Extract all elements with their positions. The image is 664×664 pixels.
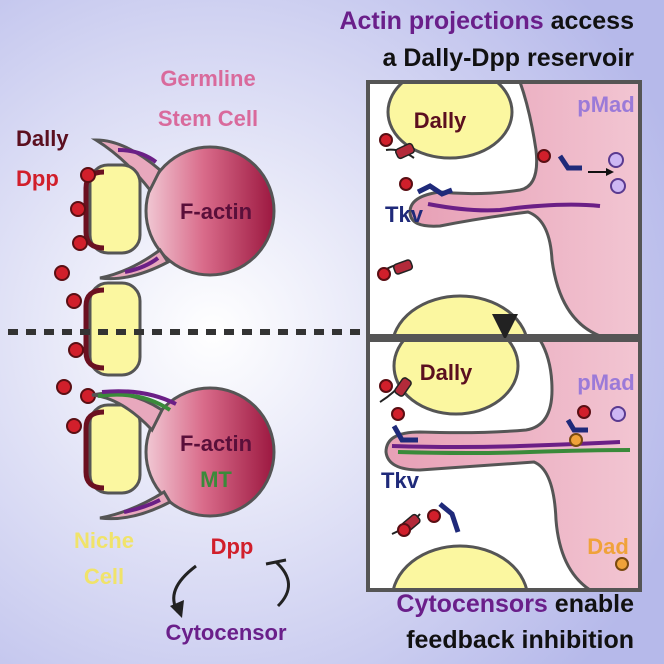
niche-cell-middle (83, 281, 142, 377)
header-highlight: Actin projections (339, 7, 543, 35)
tkv-label-top: Tkv (385, 202, 424, 227)
pmad-label-top: pMad (577, 92, 634, 117)
activation-arrowhead (170, 600, 184, 618)
niche-cell-lower (83, 403, 142, 495)
mt-label: MT (200, 467, 232, 492)
tkv-receptor-top-2 (557, 154, 582, 171)
dad-dot-1 (569, 433, 583, 447)
feedback-cytocensor-text: Cytocensor (165, 620, 286, 645)
header-line1-rest: access (544, 7, 634, 35)
pmad-dot-bottom (610, 406, 626, 422)
gsc-body-bottom (144, 386, 276, 518)
actin-cortex-bottom (123, 498, 161, 514)
dpp-label: Dpp (16, 166, 59, 191)
actin-cortex-top-1 (117, 148, 158, 164)
actin-bundle-bottom (101, 389, 177, 406)
dpp-dots-top (377, 133, 551, 281)
header-line2: a Dally-Dpp reservoir (383, 44, 635, 72)
inhibition-bar (265, 558, 287, 566)
tkv-receptor-bottom-3 (565, 418, 588, 433)
tkv-receptor-top-1 (416, 183, 453, 197)
tkv-receptor-bottom-2 (438, 502, 461, 533)
feedback-dpp: Dpp (211, 534, 254, 559)
footer-line1-rest: enable (548, 590, 634, 618)
germline-label-1: Germline (160, 66, 255, 91)
niche-cell-bottom-lower (391, 544, 529, 590)
tkv-receptor-bottom-1 (391, 424, 418, 443)
panel-top: Dally pMad Tkv (366, 80, 642, 338)
niche-cell-bottom-upper (392, 340, 520, 416)
dally-label: Dally (16, 126, 69, 151)
dally-layer-lower (83, 409, 105, 491)
actin-filament-top (427, 202, 601, 213)
footer-line1: Cytocensors enable (396, 590, 634, 618)
germline-label-2: Stem Cell (158, 106, 258, 131)
pmad-dots-top (608, 152, 626, 194)
niche-label-1: Niche (74, 528, 134, 553)
mt-filament-bottom (397, 448, 631, 455)
dally-label-bottom: Dally (420, 360, 473, 385)
factin-label-top: F-actin (180, 199, 252, 224)
niche-cell-upper (83, 163, 142, 255)
gsc-lower-arm-bottom (99, 489, 173, 521)
dpp-dots-bottom (379, 379, 591, 537)
tkv-label-bottom: Tkv (381, 468, 420, 493)
panel-bottom-border (366, 338, 642, 592)
actin-filament-bottom (391, 440, 621, 449)
dpp-dots-left (54, 167, 96, 434)
gsc-projection-bottom (384, 340, 640, 590)
panel-bottom: Dally pMad Tkv Dad (366, 338, 642, 592)
niche-cell-top-upper (386, 82, 514, 160)
niche-cell-top-lower (392, 294, 528, 336)
actin-cortex-top-2 (124, 256, 160, 274)
inhibition-arc (274, 560, 290, 608)
dad-label: Dad (587, 534, 629, 559)
dally-label-top: Dally (414, 108, 467, 133)
gsc-lower-arm-top (99, 247, 171, 281)
factin-label-bottom: F-actin (180, 431, 252, 456)
footer-highlight: Cytocensors (396, 590, 547, 618)
mt-bundle (97, 392, 172, 412)
transition-arrow (492, 314, 518, 340)
germline-stem-cell-top: F-actin (90, 138, 276, 281)
pmad-label-bottom: pMad (577, 370, 634, 395)
germline-stem-cell-bottom: F-actin MT (91, 386, 276, 521)
feedback-cytocensor: Cytocensor (165, 620, 286, 645)
dad-dot-2 (615, 557, 629, 571)
niche-label-2: Cell (84, 564, 124, 589)
header-line1: Actin projections access (339, 7, 634, 35)
footer-line2: feedback inhibition (406, 626, 634, 654)
gsc-body-top (144, 145, 276, 277)
